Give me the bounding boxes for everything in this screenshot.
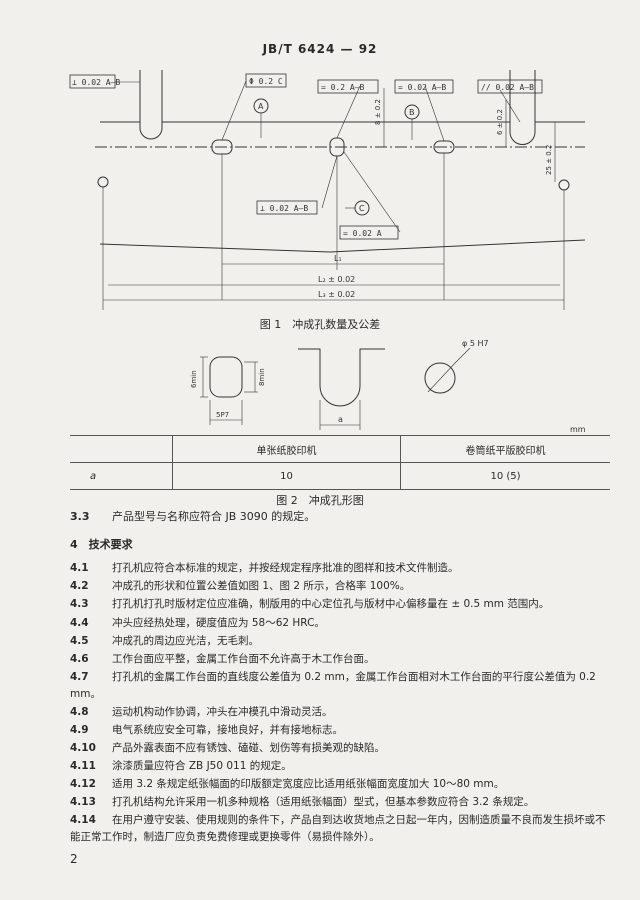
fcf-symmetry-3: = 0.02 A [343,229,382,238]
item-number: 4.9 [70,724,89,736]
requirement-item: 4.1 打孔机应符合本标准的规定，并按经规定程序批准的图样和技术文件制造。 [70,560,615,577]
dim-6: 6 ± 0.2 [496,109,504,135]
clause-text: 产品型号与名称应符合 JB 3090 的规定。 [112,510,316,523]
item-number: 4.11 [70,760,96,772]
item-number: 4.10 [70,742,96,754]
datum-a: A [258,102,264,111]
item-number: 4.12 [70,778,96,790]
dim-25: 25 ± 0.2 [545,145,553,175]
punch-size-table: 单张纸胶印机 卷筒纸平版胶印机 a 10 10 (5) [70,435,610,490]
requirement-item: 4.4 冲头应经热处理，硬度值应为 58～62 HRC。 [70,615,615,632]
item-text: 打孔机的金属工作台面的直线度公差值为 0.2 mm，金属工作台面相对木工作台面的… [70,671,596,700]
table-head-cell: 卷筒纸平版胶印机 [400,435,610,463]
table-head-row: 单张纸胶印机 卷筒纸平版胶印机 [70,435,610,463]
item-text: 涂漆质量应符合 ZB J50 011 的规定。 [112,760,292,772]
fcf-perp-2: ⊥ 0.02 A—B [260,204,308,213]
fcf-parallel: // 0.02 A—B [481,83,534,92]
unit-mm: mm [570,425,586,434]
dim-l1: L₁ [334,254,342,263]
dim-l2: L₂ ± 0.02 [318,275,355,284]
item-number: 4.2 [70,580,89,592]
item-text: 打孔机结构允许采用一机多种规格（适用纸张幅面）型式，但基本参数应符合 3.2 条… [112,796,535,808]
figure1-labels: ⊥ 0.02 A—B Φ 0.2 C = 0.2 A—B = 0.02 A—B … [72,77,553,299]
requirement-item: 4.6 工作台面应平整，金属工作台面不允许高于木工作台面。 [70,651,615,668]
label-8min: 8min [258,368,266,386]
item-text: 工作台面应平整，金属工作台面不允许高于木工作台面。 [112,653,375,665]
dim-l3: L₃ ± 0.02 [318,290,355,299]
clause-3-3: 3.3 产品型号与名称应符合 JB 3090 的规定。 [70,509,615,525]
label-5p7: 5P7 [216,411,229,419]
table-row: a 10 10 (5) [70,462,610,490]
table-cell: 10 (5) [400,462,610,490]
item-number: 4.8 [70,706,89,718]
item-text: 冲头应经热处理，硬度值应为 58～62 HRC。 [112,617,325,629]
requirement-item: 4.2 冲成孔的形状和位置公差值如图 1、图 2 所示，合格率 100%。 [70,578,615,595]
requirement-item: 4.8 运动机构动作协调，冲头在冲模孔中滑动灵活。 [70,704,615,721]
figure1-caption: 图 1 冲成孔数量及公差 [259,318,381,331]
fcf-perp-1: ⊥ 0.02 A—B [72,78,120,87]
item-number: 4.7 [70,671,89,683]
item-text: 冲成孔的形状和位置公差值如图 1、图 2 所示，合格率 100%。 [112,580,411,592]
requirement-item: 4.11 涂漆质量应符合 ZB J50 011 的规定。 [70,758,615,775]
fcf-symmetry-2: = 0.02 A—B [398,83,446,92]
item-text: 电气系统应安全可靠，接地良好，并有接地标志。 [112,724,343,736]
item-number: 4.5 [70,635,89,647]
item-number: 4.4 [70,617,89,629]
requirement-item: 4.5 冲成孔的周边应光洁，无毛刺。 [70,633,615,650]
label-a: a [338,415,343,424]
requirement-item: 4.10 产品外露表面不应有锈蚀、磕碰、划伤等有损美观的缺陷。 [70,740,615,757]
figure2-labels: 6min 8min 5P7 a φ 5 H7 mm [190,339,586,434]
requirement-item: 4.9 电气系统应安全可靠，接地良好，并有接地标志。 [70,722,615,739]
figure2-drawing [200,347,471,430]
fcf-symmetry-1: = 0.2 A—B [321,83,365,92]
standard-header: JB/T 6424 — 92 [262,42,378,56]
dim-8: 8 ± 0.2 [374,99,382,125]
item-number: 4.13 [70,796,96,808]
figure2-caption: 图 2 冲成孔形图 [276,494,364,507]
label-6min: 6min [190,370,198,388]
label-phi5h7: φ 5 H7 [462,339,489,348]
page-number: 2 [70,852,78,866]
item-text: 运动机构动作协调，冲头在冲模孔中滑动灵活。 [112,706,333,718]
item-text: 冲成孔的周边应光洁，无毛刺。 [112,635,259,647]
item-text: 打孔机应符合本标准的规定，并按经规定程序批准的图样和技术文件制造。 [112,562,459,574]
table-head-cell: 单张纸胶印机 [172,435,401,463]
item-text: 在用户遵守安装、使用规则的条件下，产品自到达收货地点之日起一年内，因制造质量不良… [70,814,606,843]
section-title: 4 技术要求 [70,538,133,551]
item-text: 适用 3.2 条规定纸张幅面的印版额定宽度应比适用纸张幅面宽度加大 10～80 … [112,778,505,790]
requirement-item: 4.3 打孔机打孔时版材定位应准确，制版用的中心定位孔与版材中心偏移量在 ± 0.… [70,596,615,613]
table-cell: a [70,462,173,490]
fcf-position: Φ 0.2 C [249,77,283,86]
item-number: 4.1 [70,562,89,574]
figure1-drawing [69,70,586,310]
requirement-item: 4.13 打孔机结构允许采用一机多种规格（适用纸张幅面）型式，但基本参数应符合 3… [70,794,615,811]
clause-number: 3.3 [70,510,90,523]
requirement-item: 4.12 适用 3.2 条规定纸张幅面的印版额定宽度应比适用纸张幅面宽度加大 10… [70,776,615,793]
item-text: 打孔机打孔时版材定位应准确，制版用的中心定位孔与版材中心偏移量在 ± 0.5 m… [112,598,550,610]
datum-c: C [359,204,365,213]
item-number: 4.6 [70,653,89,665]
item-text: 产品外露表面不应有锈蚀、磕碰、划伤等有损美观的缺陷。 [112,742,385,754]
table-cell: 10 [172,462,401,490]
datum-b: B [409,108,415,117]
table-head-cell [70,435,173,463]
item-number: 4.14 [70,814,96,826]
item-number: 4.3 [70,598,89,610]
